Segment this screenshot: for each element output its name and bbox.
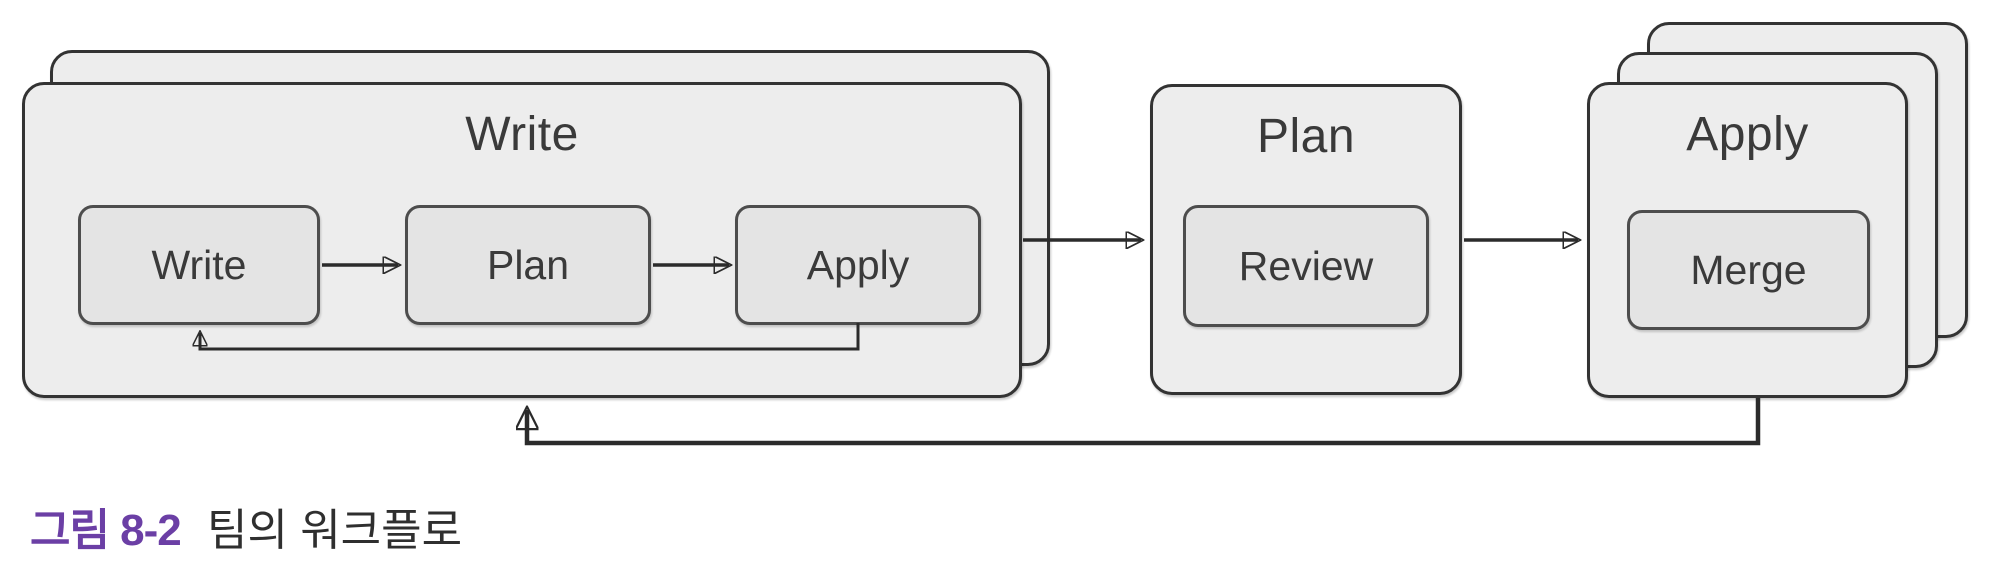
- node-merge-label: Merge: [1690, 246, 1807, 293]
- node-write: Write: [78, 205, 320, 325]
- node-review-label: Review: [1238, 242, 1374, 289]
- node-apply-inner-label: Apply: [806, 241, 910, 288]
- node-review: Review: [1183, 205, 1429, 327]
- node-write-label: Write: [151, 241, 247, 288]
- node-merge: Merge: [1627, 210, 1870, 330]
- write-stage-title: Write: [465, 108, 579, 161]
- figure-caption-text: 팀의 워크플로: [207, 506, 463, 555]
- node-plan-inner: Plan: [405, 205, 651, 325]
- figure-caption: 그림 8-2 팀의 워크플로: [30, 494, 462, 558]
- node-plan-inner-label: Plan: [486, 241, 570, 288]
- figure-caption-number: 그림 8-2: [30, 506, 182, 555]
- plan-stage-title: Plan: [1256, 110, 1356, 163]
- arrow-apply-stage-to-write-stage-loop: [527, 398, 1761, 446]
- node-apply-inner: Apply: [735, 205, 981, 325]
- apply-stage-title: Apply: [1686, 108, 1809, 161]
